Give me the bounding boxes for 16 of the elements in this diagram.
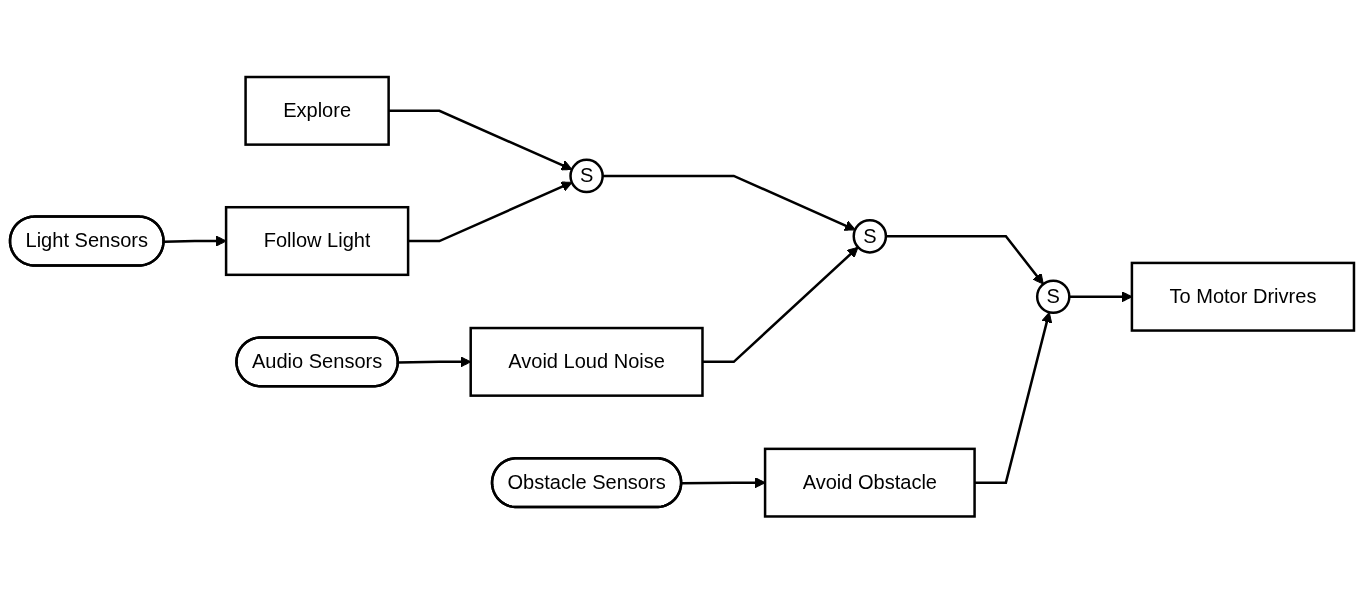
node-box: Explore [244,76,390,147]
node-box: Avoid Loud Noise [469,327,704,398]
arrow [164,235,227,247]
arrow [408,181,573,243]
node-box: To Motor Drivres [1130,261,1356,333]
arrow [974,312,1053,485]
arrow [681,477,766,489]
node-circle: S [852,219,888,254]
node-box: Avoid Obstacle [763,447,976,518]
arrow [602,174,856,232]
arrow [885,235,1044,285]
node-box: Follow Light [224,206,410,277]
node-circle: S [569,158,604,194]
arrow [388,109,573,171]
node-circle: S [1035,279,1071,315]
arrow [702,247,859,364]
